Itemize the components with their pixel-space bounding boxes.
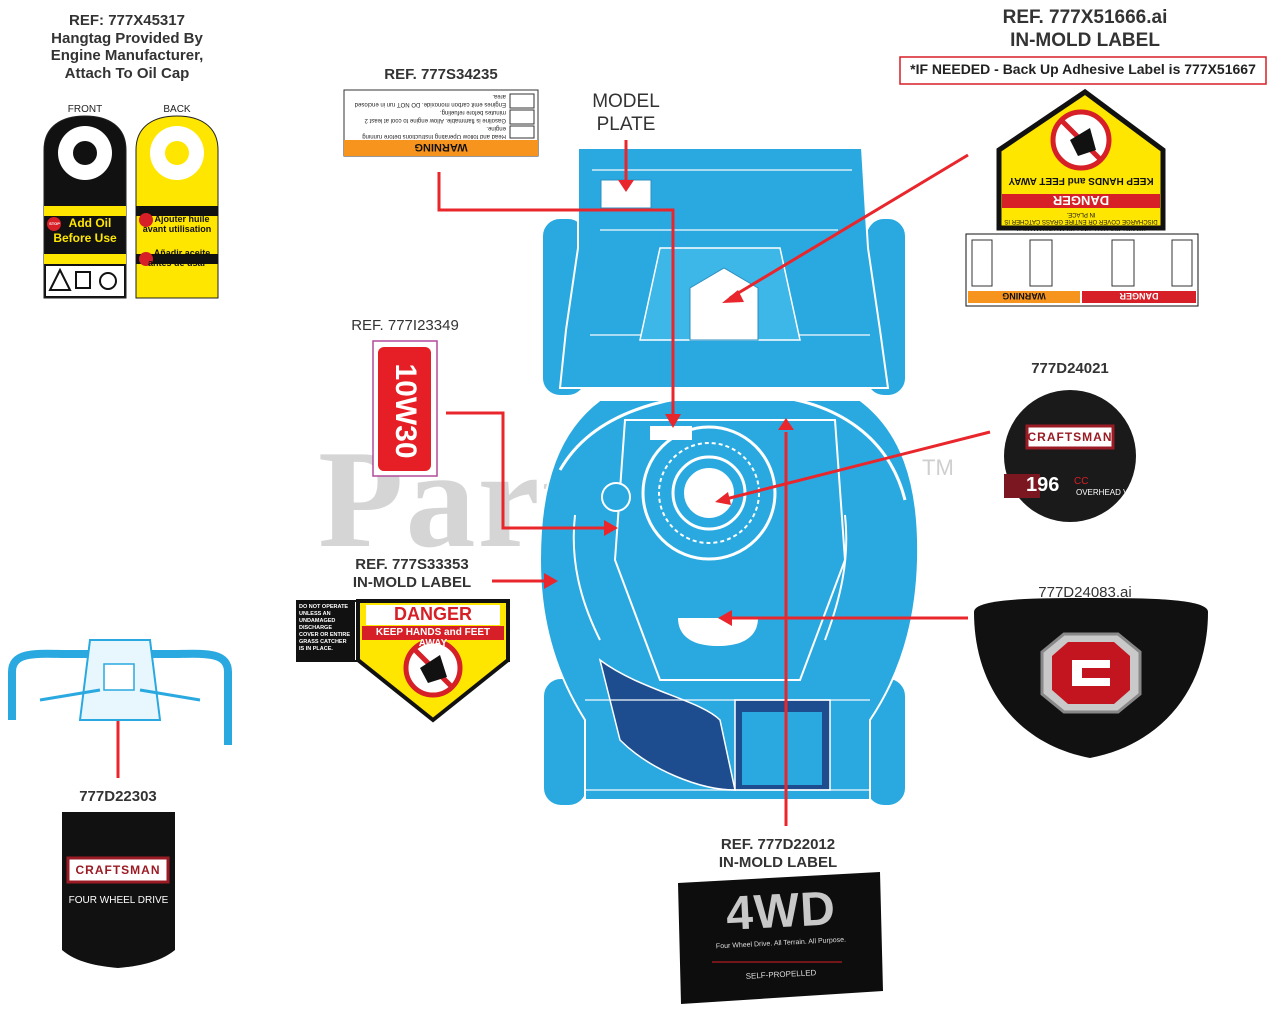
hangtag-front-line2: Before Use bbox=[53, 231, 117, 245]
in-mold-top-ref-block: REF. 777X51666.ai IN-MOLD LABEL bbox=[960, 6, 1210, 52]
warning-line-1: Read and follow Operating Instructions b… bbox=[362, 125, 506, 139]
mower-drawing bbox=[538, 147, 920, 807]
engine-decal-displacement: 196 bbox=[1026, 474, 1060, 496]
hangtag-front-line1: Add Oil bbox=[68, 216, 112, 230]
in-mold-top-note: *IF NEEDED - Back Up Adhesive Label is 7… bbox=[910, 61, 1256, 77]
hangtag-front-label: FRONT bbox=[67, 104, 103, 115]
hangtag-back-label: BACK bbox=[163, 104, 191, 115]
danger-label-side-text: DO NOT OPERATE UNLESS AN UNDAMAGED DISCH… bbox=[299, 604, 351, 652]
hangtag-front-text: Add Oil Before Use bbox=[44, 216, 126, 246]
handle-label-graphic bbox=[62, 812, 175, 968]
in-mold-top-bottom-danger: DANGER bbox=[1119, 291, 1159, 301]
handle-label-ref: 777D22303 bbox=[79, 788, 157, 805]
danger-label-word: DANGER bbox=[393, 604, 472, 624]
model-plate-caption: MODEL PLATE bbox=[576, 90, 676, 136]
label-4wd-ref-block: REF. 777D22012 IN-MOLD LABEL bbox=[680, 836, 876, 871]
label-4wd-big: 4WD bbox=[724, 882, 838, 941]
in-mold-top-ref: REF. 777X51666.ai bbox=[1002, 7, 1168, 28]
hangtag-back-line1: Ajouter huile bbox=[154, 214, 210, 224]
danger-label-desc: IN-MOLD LABEL bbox=[352, 573, 472, 591]
engine-decal-unit: CC bbox=[1074, 476, 1089, 487]
hangtag-back bbox=[135, 115, 219, 299]
in-mold-top-small: DO NOT OPERATE UNLESS AN UNDAMAGED DISCH… bbox=[1004, 211, 1158, 231]
hangtag-back-line3: Añadir aceite bbox=[153, 248, 211, 258]
warning-label-text: Read and follow Operating Instructions b… bbox=[350, 92, 506, 140]
danger-label-graphic bbox=[296, 599, 510, 723]
hangtag-desc-3: Attach To Oil Cap bbox=[64, 65, 190, 83]
emblem-ref: 777D24083.ai bbox=[1038, 584, 1132, 601]
engine-decal-graphic bbox=[1004, 390, 1136, 522]
danger-label-ref-block: REF. 777S33353 IN-MOLD LABEL bbox=[334, 556, 490, 591]
oil-label-ref: REF. 777I23349 bbox=[351, 317, 459, 334]
hangtag-back-line4: antes de usar bbox=[147, 258, 207, 268]
handle-label-brand: CRAFTSMAN bbox=[75, 863, 161, 877]
label-4wd-desc: IN-MOLD LABEL bbox=[718, 853, 838, 871]
danger-label-ref: REF. 777S33353 bbox=[355, 556, 469, 573]
oil-label-graphic bbox=[372, 340, 438, 477]
hangtag-desc-1: Hangtag Provided By bbox=[51, 29, 203, 47]
note-box bbox=[899, 56, 1267, 85]
arrow-in-mold-top bbox=[729, 153, 969, 300]
warning-banner: WARNING bbox=[414, 141, 468, 153]
arrow-oil-label bbox=[446, 411, 608, 530]
callout-arrows bbox=[110, 140, 991, 826]
hangtag-ref-block: REF: 777X45317 Hangtag Provided By Engin… bbox=[30, 12, 224, 83]
warning-label-ref: REF. 777S34235 bbox=[384, 66, 498, 83]
hangtag-front bbox=[43, 115, 127, 299]
in-mold-top-bottom-warning: WARNING bbox=[1002, 291, 1046, 301]
warning-line-2: Gasoline is flammable. Allow engine to c… bbox=[364, 109, 506, 123]
emblem-graphic bbox=[974, 598, 1208, 758]
hangtag-stop-badge: STOP bbox=[49, 221, 60, 226]
in-mold-top-danger: DANGER bbox=[1052, 193, 1110, 208]
hangtag-desc-2: Engine Manufacturer, bbox=[50, 47, 204, 65]
warning-line-3: Engines emit carbon monoxide. DO NOT run… bbox=[354, 93, 506, 107]
in-mold-danger-top-graphic bbox=[965, 88, 1199, 307]
label-4wd-ref: REF. 777D22012 bbox=[720, 836, 836, 853]
in-mold-top-desc: IN-MOLD LABEL bbox=[1010, 30, 1160, 51]
engine-decal-valve: OVERHEAD VALVE bbox=[1076, 488, 1148, 497]
model-plate-line2: PLATE bbox=[596, 114, 656, 135]
oil-label-text: 10W30 bbox=[389, 363, 422, 459]
arrow-warning-label bbox=[437, 172, 675, 418]
handle-label-text: FOUR WHEEL DRIVE bbox=[68, 895, 169, 906]
model-plate-line1: MODEL bbox=[592, 91, 660, 112]
watermark-tm: TM bbox=[922, 455, 954, 480]
danger-label-keep-hands: KEEP HANDS and FEET AWAY bbox=[375, 627, 491, 649]
engine-decal-brand: CRAFTSMAN bbox=[1027, 430, 1113, 444]
label-4wd-graphic bbox=[678, 872, 883, 1004]
hangtag-back-line2: avant utilisation bbox=[142, 224, 212, 234]
in-mold-top-keep-hands: KEEP HANDS and FEET AWAY bbox=[1008, 175, 1154, 186]
engine-decal-ref: 777D24021 bbox=[1031, 360, 1109, 377]
warning-label-graphic bbox=[343, 89, 539, 157]
hangtag-ref: REF: 777X45317 bbox=[69, 12, 185, 29]
hangtag-back-text: Ajouter huile avant utilisation Añadir a… bbox=[136, 214, 218, 268]
arrow-engine-decal bbox=[721, 430, 991, 502]
handle-drawing bbox=[7, 639, 232, 745]
